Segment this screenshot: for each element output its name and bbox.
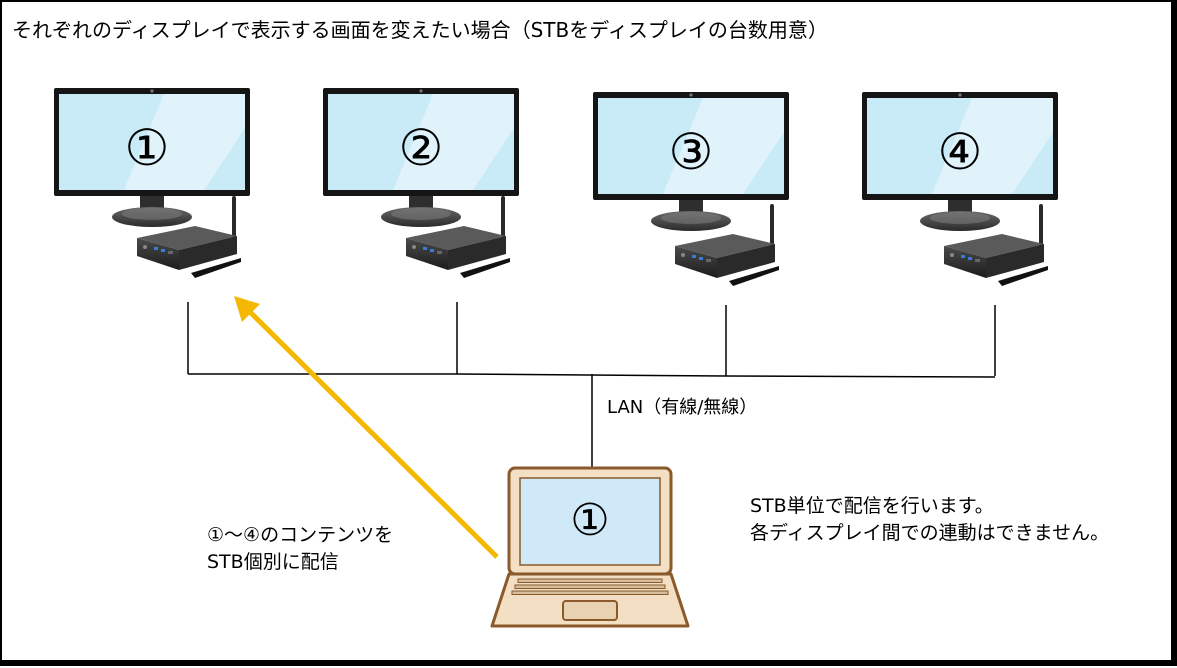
note-line1: STB単位で配信を行います。: [750, 495, 994, 517]
display-2-label: ②: [399, 119, 444, 177]
display-2: ②: [323, 88, 519, 227]
display-4-label: ④: [938, 123, 983, 181]
lan-label: LAN（有線/無線）: [607, 397, 758, 418]
display-1: ①: [54, 88, 250, 227]
display-1-label: ①: [125, 119, 170, 177]
distribution-label-line2: STB個別に配信: [207, 551, 339, 573]
laptop: ①: [490, 466, 690, 628]
display-4: ④: [862, 92, 1058, 231]
lan-network: [187, 302, 996, 468]
laptop-screen-label: ①: [570, 495, 609, 546]
note-line2: 各ディスプレイ間での連動はできません。: [750, 522, 1110, 544]
diagram-title: それぞれのディスプレイで表示する画面を変えたい場合（STBをディスプレイの台数用…: [12, 18, 828, 42]
display-3-label: ③: [669, 123, 714, 181]
distribution-arrow: [234, 296, 499, 559]
display-3: ③: [593, 92, 789, 231]
distribution-label-line1: ①～④のコンテンツを: [207, 524, 394, 546]
